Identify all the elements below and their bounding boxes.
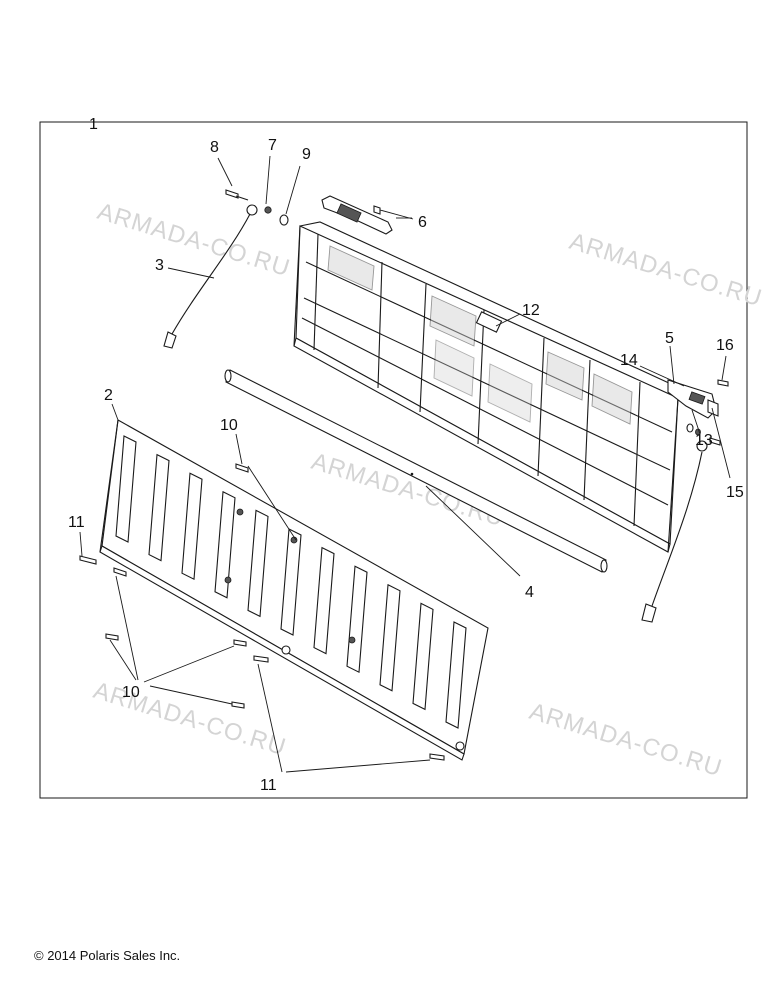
tailgate-slot (280, 528, 302, 636)
callout-13: 13 (695, 432, 713, 449)
watermark-5: ARMADA-CO.RU (526, 698, 725, 782)
watermark-1: ARMADA-CO.RU (94, 198, 293, 282)
callout-10-bottom: 10 (122, 684, 140, 701)
tailgate-slot (412, 602, 434, 711)
copyright-text: © 2014 Polaris Sales Inc. (34, 948, 181, 963)
left-cable (163, 204, 258, 349)
callout-15: 15 (726, 484, 744, 501)
rear-frame-panel (293, 221, 685, 553)
callout-2: 2 (104, 387, 113, 404)
callout-14: 14 (620, 352, 638, 369)
callout-1: 1 (89, 116, 98, 133)
callout-7: 7 (268, 137, 277, 154)
washer-9 (279, 214, 289, 226)
tailgate-slot (115, 435, 137, 543)
rod (224, 369, 608, 573)
tailgate-panel (99, 419, 489, 761)
bolt-8 (225, 189, 249, 201)
callout-11-left: 11 (68, 514, 85, 531)
fasteners (79, 463, 445, 761)
leader-lines (76, 121, 731, 773)
callout-3: 3 (155, 257, 164, 274)
callout-6: 6 (418, 214, 427, 231)
nut-7 (264, 206, 272, 214)
tailgate-slot (346, 565, 368, 674)
tailgate-slot (247, 509, 269, 618)
callout-16: 16 (716, 337, 734, 354)
callout-labels: 1 2 3 4 5 6 7 8 9 10 10 11 11 12 13 14 1… (68, 116, 744, 794)
callout-12: 12 (522, 302, 540, 319)
callout-9: 9 (302, 146, 311, 163)
callout-11-bottom: 11 (260, 777, 277, 794)
latch-handle (321, 195, 414, 235)
tailgate-slot (214, 490, 236, 599)
callout-8: 8 (210, 139, 219, 156)
tailgate-slot (148, 453, 170, 562)
hinge-assembly (641, 379, 729, 623)
watermark-4: ARMADA-CO.RU (90, 677, 289, 761)
tailgate-slot (181, 472, 203, 581)
callout-4: 4 (525, 584, 534, 601)
tailgate-slot (313, 546, 335, 655)
tailgate-slot (445, 621, 467, 729)
callout-10-top: 10 (220, 417, 238, 434)
diagram-frame (39, 121, 748, 799)
watermark-2: ARMADA-CO.RU (566, 228, 765, 312)
callout-5: 5 (665, 330, 674, 347)
tailgate-slot (379, 583, 401, 692)
